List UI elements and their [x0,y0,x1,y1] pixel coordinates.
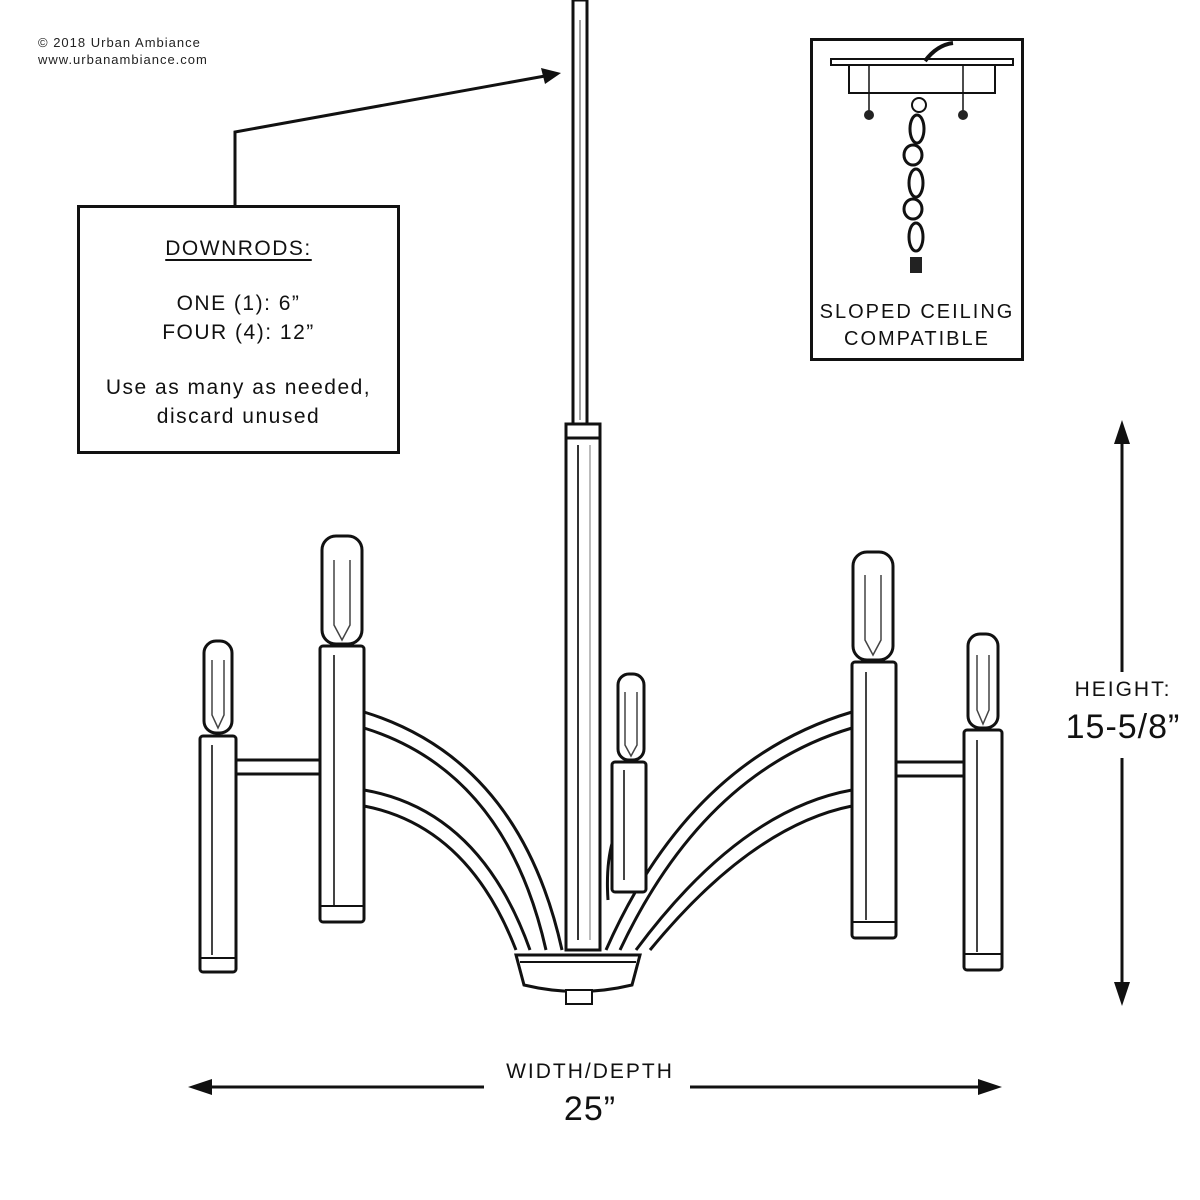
sloped-ceiling-box: SLOPED CEILING COMPATIBLE [810,38,1024,361]
base-hub [514,953,642,1005]
downrods-line-four: FOUR (4): 12” [162,321,315,344]
downrods-note-line2: discard unused [156,405,321,428]
copyright-notice: © 2018 Urban Ambiance www.urbanambiance.… [38,34,208,68]
socket-caps [200,905,1002,959]
leader-arrow-icon [233,68,561,205]
socket-shading [211,655,978,955]
website-line: www.urbanambiance.com [38,52,208,67]
downrods-note-line1: Use as many as needed, [105,376,372,399]
height-arrow-icon [1114,420,1130,1006]
width-label: WIDTH/DEPTH [506,1060,674,1083]
height-label: HEIGHT: [1074,678,1172,701]
downrods-info-box: DOWNRODS: ONE (1): 6” FOUR (4): 12” Use … [77,205,400,454]
copyright-line: © 2018 Urban Ambiance [38,35,201,50]
width-value: 25” [563,1090,617,1128]
height-value: 15-5/8” [1065,708,1181,746]
bulb-filaments [211,560,990,758]
width-arrow-icon [188,1079,1002,1095]
chandelier-arms [363,710,853,951]
sloped-line1: SLOPED CEILING [819,301,1015,323]
chain-icon [902,113,926,253]
downrods-line-one: ONE (1): 6” [176,292,301,315]
candle-sockets [198,644,1004,974]
ceiling-canopy-icon [830,41,1014,273]
downrod [564,0,602,952]
downrods-title: DOWNRODS: [165,237,312,260]
sloped-line2: COMPATIBLE [844,328,990,350]
